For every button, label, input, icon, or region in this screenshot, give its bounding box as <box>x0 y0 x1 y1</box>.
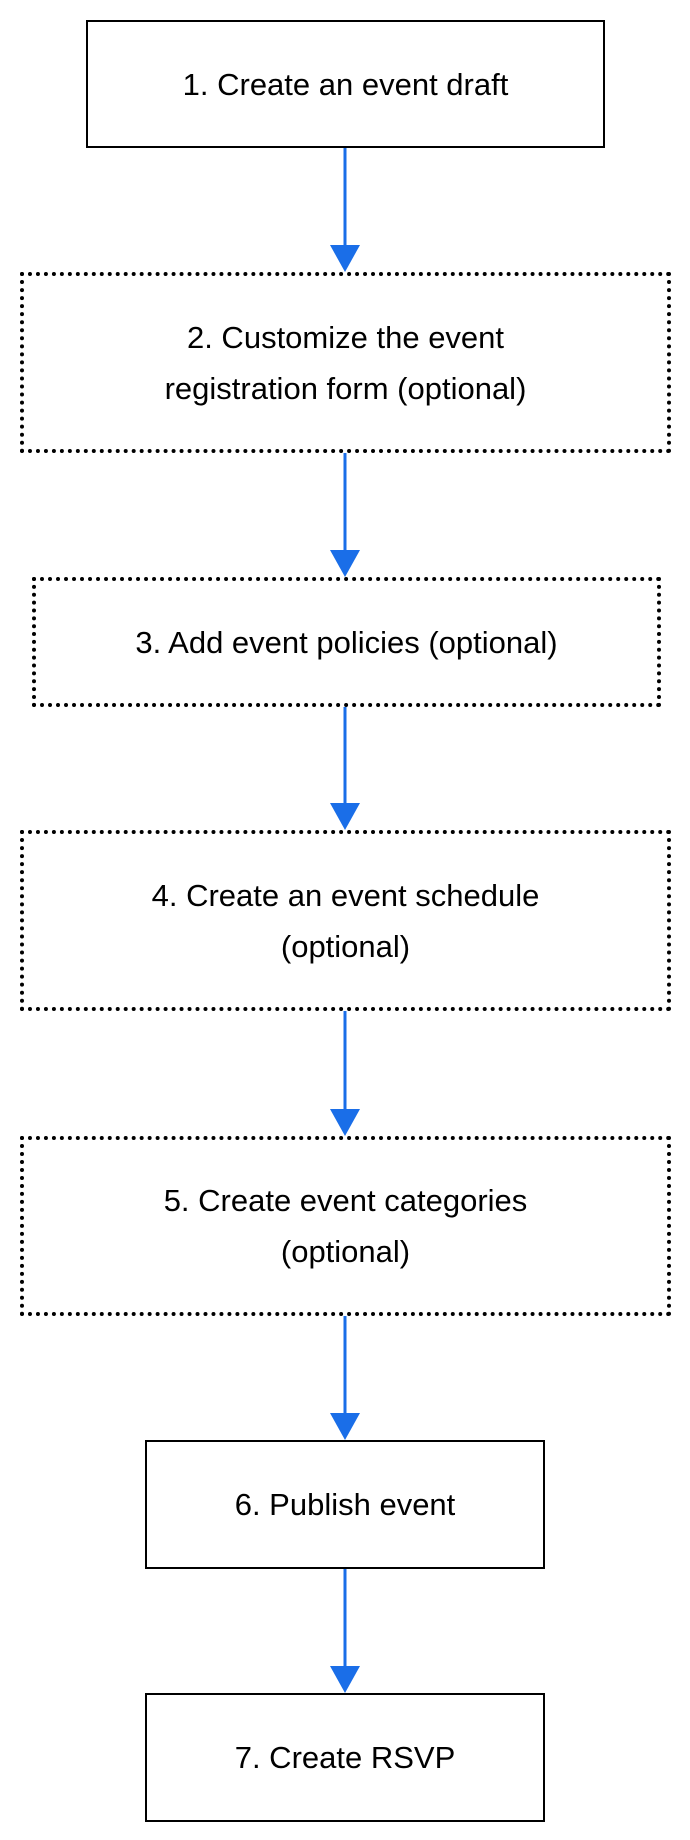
step-label: 7. Create RSVP <box>234 1740 456 1775</box>
step-label: 2. Customize the event registration form… <box>164 319 527 406</box>
step-box-create-event-schedule: 4. Create an event schedule (optional) <box>20 830 671 1011</box>
arrow-3-to-4 <box>330 707 360 830</box>
arrow-2-to-3 <box>330 453 360 577</box>
step-box-customize-registration-form: 2. Customize the event registration form… <box>20 272 671 453</box>
step-box-publish-event: 6. Publish event <box>145 1440 545 1569</box>
arrow-1-to-2 <box>330 148 360 272</box>
step-label: 3. Add event policies (optional) <box>135 624 558 660</box>
arrow-6-to-7 <box>330 1569 360 1693</box>
step-label: 5. Create event categories (optional) <box>163 1183 528 1269</box>
step-label: 6. Publish event <box>234 1487 456 1522</box>
step-box-create-event-draft: 1. Create an event draft <box>86 20 605 148</box>
step-label: 1. Create an event draft <box>182 66 509 102</box>
arrow-5-to-6 <box>330 1316 360 1440</box>
arrow-4-to-5 <box>330 1011 360 1136</box>
step-box-create-event-categories: 5. Create event categories (optional) <box>20 1136 671 1316</box>
step-box-create-rsvp: 7. Create RSVP <box>145 1693 545 1822</box>
step-label: 4. Create an event schedule (optional) <box>151 877 540 964</box>
step-box-add-event-policies: 3. Add event policies (optional) <box>32 577 661 707</box>
